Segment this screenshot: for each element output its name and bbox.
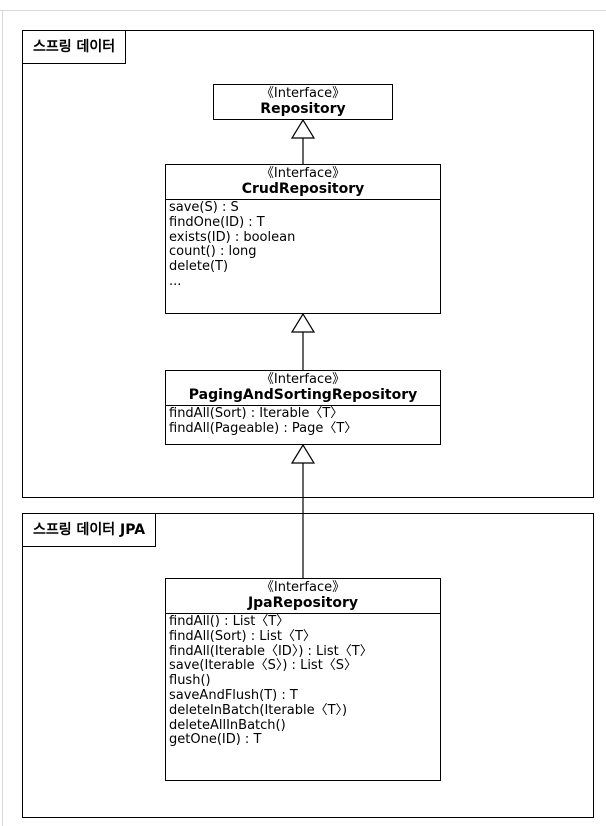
spring-data-jpa-package: 스프링 데이터 JPA (22, 513, 594, 818)
paging-and-sorting-repository-class: 《Interface》 PagingAndSortingRepository f… (165, 370, 441, 445)
operation: getOne(ID) : T (169, 732, 262, 748)
spring-data-package: 스프링 데이터 (22, 30, 594, 498)
operation: findAll(Iterable〈ID〉) : List〈T〉 (169, 643, 373, 659)
paging-and-sorting-repository-stereotype: 《Interface》 (260, 372, 346, 387)
spring-data-jpa-package-label: 스프링 데이터 JPA (22, 513, 157, 547)
left-frame-line (2, 10, 3, 826)
operation: findAll() : List〈T〉 (169, 614, 290, 629)
operation: findOne(ID) : T (169, 214, 265, 230)
operation: save(S) : S (169, 200, 239, 215)
operation: exists(ID) : boolean (169, 229, 296, 245)
jpa-repository-stereotype: 《Interface》 (260, 580, 346, 595)
jpa-repository-name: JpaRepository (247, 595, 359, 611)
paging-generalization-arrowhead (290, 443, 316, 464)
operation: deleteAllInBatch() (169, 717, 286, 733)
top-frame-line (0, 10, 606, 11)
operation: deleteInBatch(Iterable〈T〉) (169, 702, 348, 718)
repository-generalization-arrowhead (290, 118, 316, 139)
operation: saveAndFlush(T) : T (169, 687, 298, 703)
operation: flush() (169, 673, 211, 689)
crud-repository-stereotype: 《Interface》 (260, 166, 346, 181)
operation: findAll(Pageable) : Page〈T〉 (169, 420, 358, 436)
operation: ... (169, 273, 182, 289)
operation: findAll(Sort) : Iterable〈T〉 (169, 406, 344, 421)
repository-stereotype: 《Interface》 (260, 86, 346, 101)
paging-and-sorting-repository-name: PagingAndSortingRepository (188, 387, 418, 403)
crud-repository-class: 《Interface》 CrudRepository save(S) : S f… (165, 164, 441, 314)
spring-data-package-label: 스프링 데이터 (22, 30, 127, 64)
crud-repository-name: CrudRepository (241, 181, 365, 197)
operation: count() : long (169, 244, 257, 260)
jpa-repository-class: 《Interface》 JpaRepository findAll() : Li… (165, 578, 441, 781)
crud-generalization-arrowhead (290, 312, 316, 333)
repository-class: 《Interface》 Repository (213, 84, 393, 120)
operation: save(Iterable〈S〉) : List〈S〉 (169, 658, 358, 674)
operation: delete(T) (169, 259, 229, 275)
operation: findAll(Sort) : List〈T〉 (169, 628, 316, 644)
repository-name: Repository (260, 101, 346, 117)
